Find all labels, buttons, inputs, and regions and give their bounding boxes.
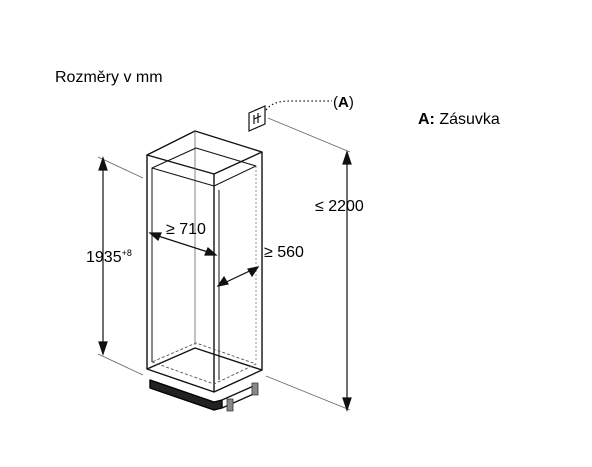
- legend-key: A:: [418, 111, 435, 128]
- legend: A: Zásuvka: [418, 112, 500, 128]
- callout-key: A: [338, 94, 349, 111]
- socket-icon: [248, 105, 266, 132]
- callout-leader: [265, 100, 332, 111]
- cabinet-plinth: [149, 379, 223, 411]
- cabinet-foot: [226, 398, 234, 412]
- socket-callout: (A): [333, 95, 354, 110]
- diagram-title: Rozměry v mm: [55, 69, 163, 86]
- total-height-dimension: ≤ 2200: [315, 198, 364, 215]
- cabinet-top: [146, 130, 263, 175]
- width-dim-line: [151, 233, 215, 255]
- cabinet-inner-top: [151, 147, 257, 187]
- height-dimension: 1935+8: [86, 249, 132, 266]
- height-tolerance: +8: [121, 248, 132, 258]
- callout-open: (: [333, 94, 338, 111]
- callout-close: ): [348, 94, 354, 111]
- cabinet-bottom: [146, 347, 263, 393]
- cabinet-foot: [251, 382, 259, 396]
- width-dimension: ≥ 710: [166, 221, 206, 238]
- legend-text: Zásuvka: [439, 111, 500, 128]
- depth-dimension: ≥ 560: [264, 244, 304, 261]
- height-value: 1935: [86, 249, 122, 266]
